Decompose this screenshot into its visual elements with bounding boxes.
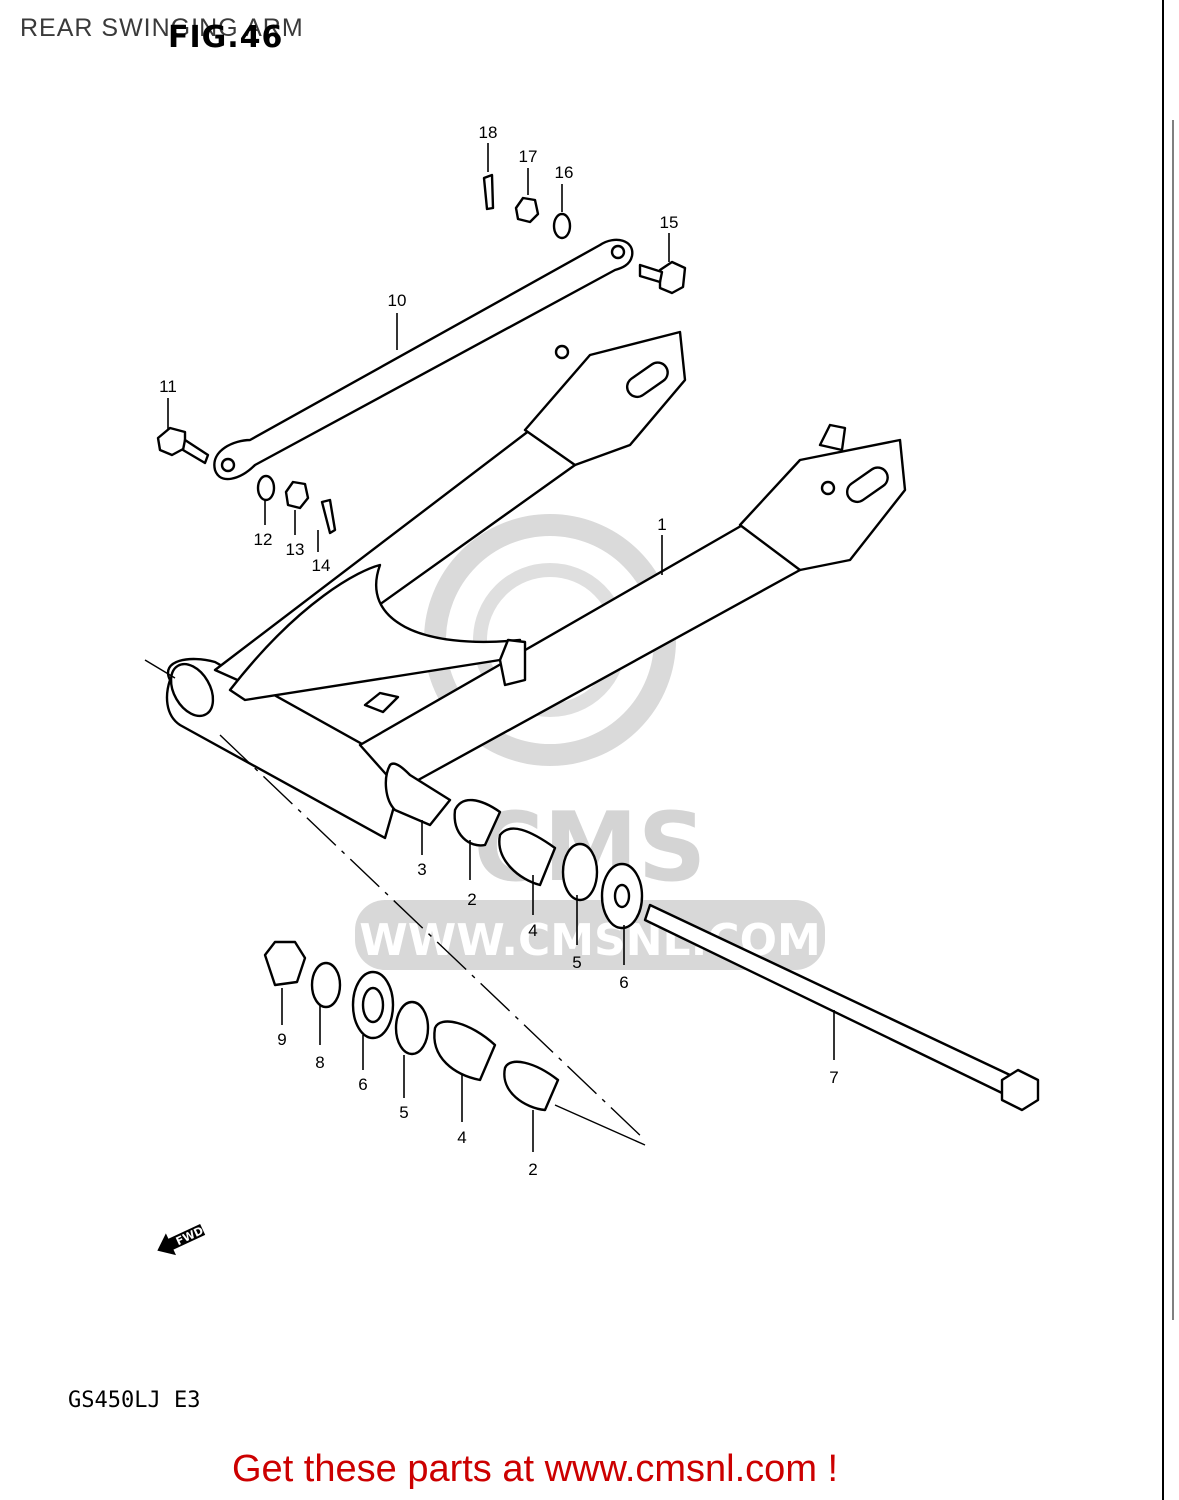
callout-2-lower: 2 <box>528 1160 537 1179</box>
pivot-axle-shaft <box>643 903 1012 1095</box>
swing-arm <box>165 330 907 840</box>
nut-9 <box>263 940 307 987</box>
spacer-4-lower <box>433 1020 497 1082</box>
bearing-2-lower <box>503 1060 560 1112</box>
callout-15: 15 <box>660 213 679 232</box>
swing-arm-cross-member <box>228 563 522 702</box>
callout-8: 8 <box>315 1053 324 1072</box>
callout-5-lower: 5 <box>399 1103 408 1122</box>
forward-arrow-icon: FWD <box>157 1223 206 1256</box>
forward-arrow-label: FWD <box>174 1224 206 1248</box>
callout-labels: 1 2 2 3 4 4 5 5 6 6 7 8 9 10 11 12 13 14… <box>159 123 839 1179</box>
nut-13 <box>284 480 310 510</box>
figure-label: FIG.46 <box>168 20 284 55</box>
callout-leaders <box>167 143 835 1152</box>
callout-11: 11 <box>159 377 177 396</box>
callout-9: 9 <box>277 1030 286 1049</box>
left-axle-slot <box>625 361 669 399</box>
callout-1: 1 <box>657 515 666 534</box>
callout-18: 18 <box>479 123 498 142</box>
seal-6-lower-hole <box>361 986 385 1024</box>
pivot-axle-7 <box>643 903 1040 1112</box>
model-code: GS450LJ E3 <box>68 1388 201 1413</box>
washer-12 <box>256 474 276 502</box>
callout-14: 14 <box>312 556 331 575</box>
forward-arrow-shape <box>157 1223 206 1256</box>
callout-6-lower: 6 <box>358 1075 367 1094</box>
right-stud <box>820 480 836 496</box>
callout-16: 16 <box>555 163 574 182</box>
cotter-pin-18 <box>482 173 495 211</box>
torque-link-hole-front <box>610 244 626 260</box>
callout-12: 12 <box>254 530 273 549</box>
left-stud <box>554 344 570 360</box>
watermark-url-bar <box>355 900 825 970</box>
bolt-11-head <box>156 426 187 457</box>
guide-line-1 <box>144 659 176 679</box>
bearing-2-upper <box>453 798 502 847</box>
bolt-11-shank <box>181 438 210 465</box>
left-axle-plate <box>523 330 687 467</box>
callout-4-upper: 4 <box>528 921 537 940</box>
washer-5-upper <box>561 842 599 902</box>
right-axle-slot <box>845 466 889 504</box>
pivot-tube-end <box>169 662 215 718</box>
torque-link-bar <box>213 238 634 481</box>
callout-4-lower: 4 <box>457 1128 466 1147</box>
callout-6-upper: 6 <box>619 973 628 992</box>
bolt-15-head <box>658 260 687 295</box>
callout-3: 3 <box>417 860 426 879</box>
bolt-15 <box>638 260 687 295</box>
brake-bracket-tab <box>498 638 527 687</box>
spacer-3 <box>384 762 452 827</box>
page-title: REAR SWINGING ARM <box>20 14 304 42</box>
bolt-15-shank <box>638 263 664 284</box>
assembly-guide-lines <box>144 659 646 1146</box>
footer-link[interactable]: Get these parts at www.cmsnl.com ! <box>232 1448 839 1490</box>
right-axle-plate <box>738 438 907 572</box>
callout-17: 17 <box>519 147 538 166</box>
torque-link <box>213 238 634 481</box>
torque-link-hole-rear <box>220 457 236 473</box>
callout-7: 7 <box>829 1068 838 1087</box>
seal-6-upper-hole <box>613 883 631 909</box>
bolt-11 <box>156 426 210 465</box>
callout-10: 10 <box>388 291 407 310</box>
washer-8 <box>310 961 342 1009</box>
guide-line-2 <box>219 734 646 1141</box>
cotter-pin-14 <box>320 498 337 535</box>
callout-13: 13 <box>286 540 305 559</box>
pivot-axle-head <box>1000 1068 1040 1112</box>
guide-line-3 <box>554 1104 646 1146</box>
spacer-4-upper <box>498 827 557 887</box>
stopper-tab <box>363 691 400 714</box>
callout-5-upper: 5 <box>572 953 581 972</box>
nut-17 <box>514 196 540 224</box>
washer-16 <box>552 212 572 240</box>
callout-2-upper: 2 <box>467 890 476 909</box>
washer-5-lower <box>394 1000 430 1056</box>
chain-guide-tab <box>818 423 847 452</box>
